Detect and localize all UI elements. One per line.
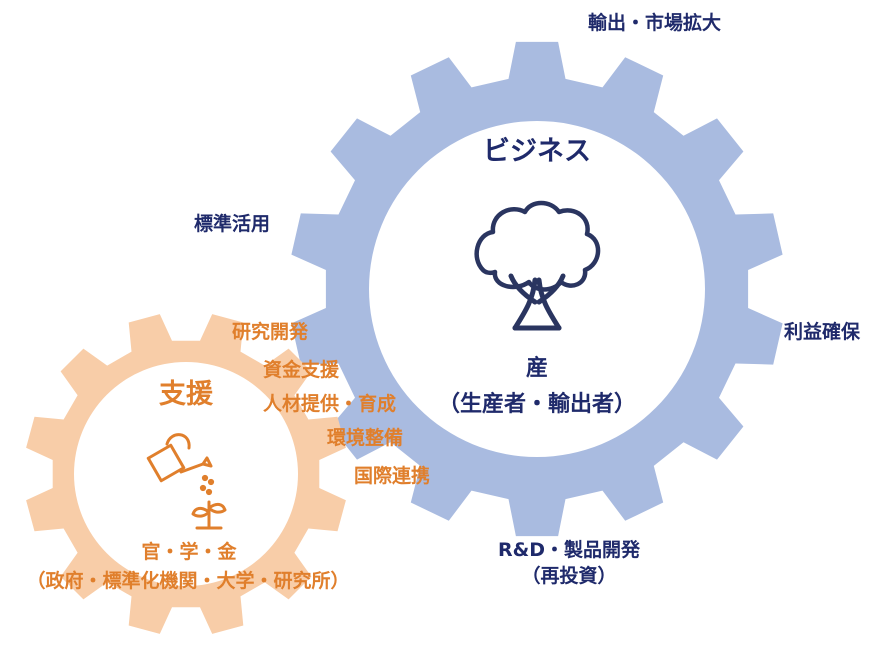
support-gear [26,314,346,634]
support-item-funding: 資金支援 [263,359,340,381]
reinvest-label: （再投資） [521,565,617,587]
support-gear-title: 支援 [159,379,213,410]
business-actor-detail: （生産者・輸出者） [437,392,637,417]
profit-label: 利益確保 [784,321,861,343]
support-item-environment: 環境整備 [327,427,404,449]
support-item-international: 国際連携 [354,465,431,487]
rnd-label: R&D・製品開発 [498,539,640,561]
business-gear [291,41,783,537]
export-label: 輸出・市場拡大 [588,12,722,34]
support-actor-detail: （政府・標準化機関・大学・研究所） [26,570,350,592]
support-item-rnd: 研究開発 [232,321,309,343]
standards-label: 標準活用 [194,213,271,235]
tree-icon [474,200,601,331]
business-gear-title: ビジネス [483,136,591,167]
business-actor-label: 産 [525,356,549,381]
support-item-talent: 人材提供・育成 [263,393,397,415]
watering-can-sprout-icon [146,433,227,530]
support-actor-label: 官・学・金 [141,541,237,563]
